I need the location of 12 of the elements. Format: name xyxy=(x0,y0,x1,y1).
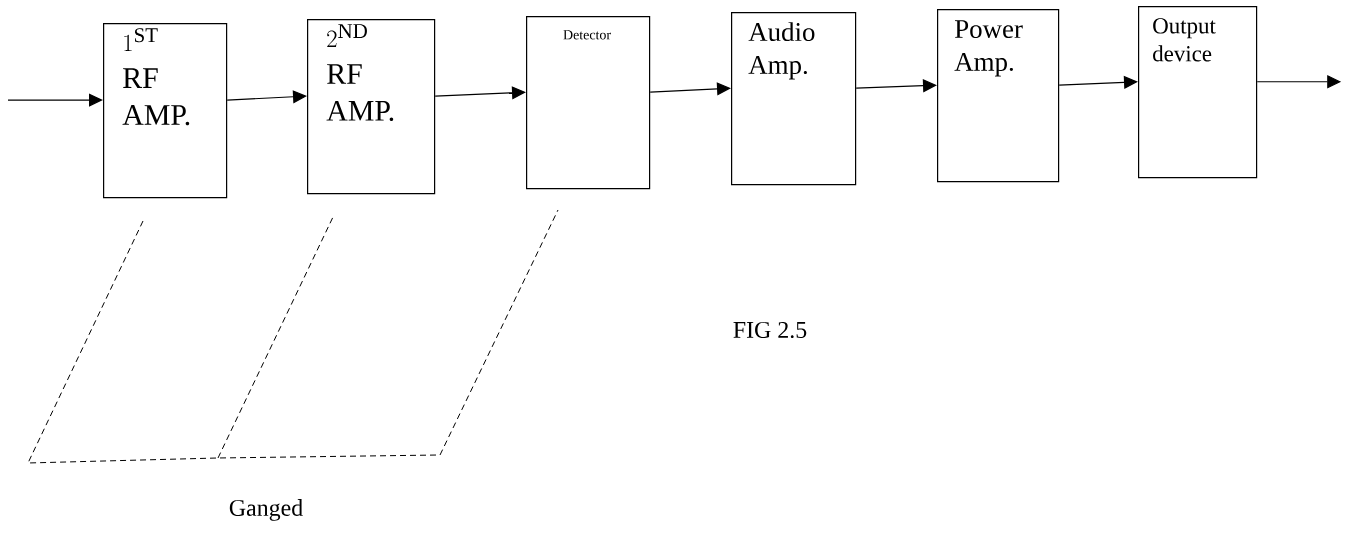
block-box: Power Amp. xyxy=(937,9,1060,183)
figure-caption: FIG 2.5 xyxy=(733,321,807,339)
arrow xyxy=(649,82,731,96)
block-box: $1^{\mathrm{ST}}$ RF AMP. xyxy=(103,23,228,199)
block-box: Audio Amp. xyxy=(731,12,857,186)
arrow xyxy=(7,93,103,107)
block-box: Output device xyxy=(1138,6,1258,179)
arrow xyxy=(226,90,307,104)
ganged-label: Ganged xyxy=(229,499,303,521)
block-box: $2^{\mathrm{ND}}$ RF AMP. xyxy=(307,19,436,195)
arrow xyxy=(434,86,526,100)
block-box: Detector xyxy=(526,16,651,190)
